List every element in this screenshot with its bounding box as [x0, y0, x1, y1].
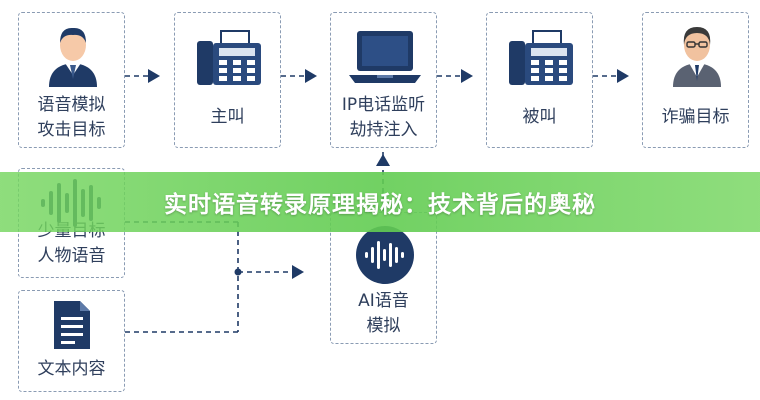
arrow-3	[461, 69, 473, 83]
title-banner: 实时语音转录原理揭秘：技术背后的奥秘	[0, 172, 760, 232]
node-fraud-target: 诈骗目标	[642, 12, 749, 148]
node-callee-label: 被叫	[522, 107, 557, 127]
node-ai-voice-line1: AI语音	[358, 291, 409, 311]
laptop-icon	[349, 31, 421, 83]
node-fraud-target-label: 诈骗目标	[661, 107, 730, 127]
fax-phone-icon	[509, 30, 573, 85]
node-text-content: 文本内容	[18, 290, 125, 392]
junction-dot	[234, 268, 242, 276]
node-voice-attack: 语音模拟 攻击目标	[18, 12, 125, 148]
person-icon	[49, 27, 97, 87]
node-ai-voice: AI语音 模拟	[330, 212, 437, 344]
node-caller-label: 主叫	[210, 107, 245, 127]
node-voice-attack-line1: 语音模拟	[37, 95, 106, 115]
node-target-voice-line2: 人物语音	[37, 246, 106, 266]
banner-title: 实时语音转录原理揭秘：技术背后的奥秘	[164, 192, 596, 218]
arrow-to-ai	[292, 265, 304, 279]
arrow-2	[305, 69, 317, 83]
businessman-icon	[673, 27, 721, 87]
node-voice-attack-line2: 攻击目标	[37, 120, 106, 140]
node-callee: 被叫	[486, 12, 593, 148]
node-ip-inject: IP电话监听 劫持注入	[330, 12, 437, 148]
node-text-content-label: 文本内容	[37, 359, 106, 379]
fax-phone-icon	[197, 30, 261, 85]
arrow-up	[376, 154, 390, 166]
document-icon	[54, 301, 90, 349]
node-ip-inject-line2: 劫持注入	[349, 120, 418, 140]
arrow-4	[617, 69, 629, 83]
arrow-1	[148, 69, 160, 83]
node-ai-voice-line2: 模拟	[366, 316, 401, 336]
node-caller: 主叫	[174, 12, 281, 148]
voice-circle-icon	[356, 226, 414, 284]
node-ip-inject-line1: IP电话监听	[341, 95, 426, 115]
